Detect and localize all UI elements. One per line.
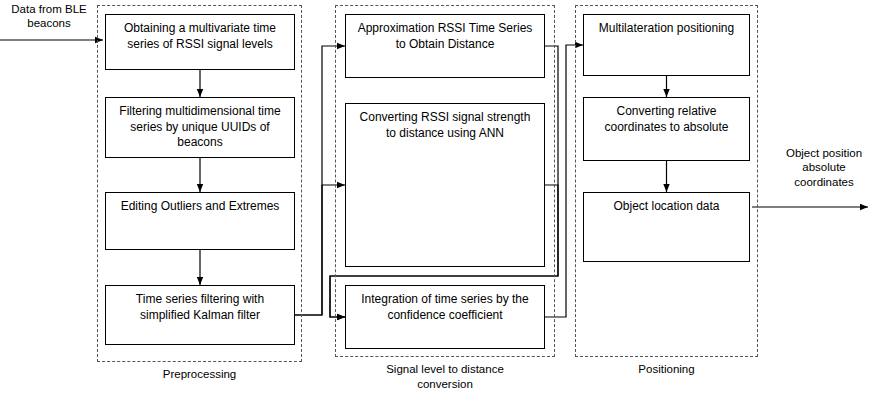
io-label: Object position absolute coordinates (780, 146, 868, 189)
flow-arrow (330, 46, 558, 317)
process-box: Filtering multidimensional time series b… (105, 97, 295, 158)
input-arrow (0, 39, 103, 40)
flow-arrow (295, 46, 345, 315)
group-frame: PreprocessingObtaining a multivariate ti… (97, 5, 302, 362)
group-title: Signal level to distance conversion (366, 362, 524, 392)
process-box: Multilateration positioning (583, 14, 750, 76)
flow-arrow (666, 76, 667, 97)
process-box: Converting relative coordinates to absol… (583, 97, 750, 161)
process-box: Editing Outliers and Extremes (105, 192, 295, 250)
flow-arrow (199, 70, 200, 97)
process-box: Time series filtering with simplified Ka… (105, 285, 295, 345)
io-label: Data from BLE beacons (2, 2, 96, 31)
box-text: Obtaining a multivariate time series of … (114, 21, 286, 52)
process-box: Obtaining a multivariate time series of … (105, 14, 295, 70)
box-text: Converting RSSI signal strength to dista… (354, 110, 536, 141)
process-box: Converting RSSI signal strength to dista… (345, 103, 545, 267)
box-text: Integration of time series by the confid… (354, 292, 536, 323)
flow-arrow (295, 185, 345, 315)
box-text: Converting relative coordinates to absol… (592, 104, 741, 135)
process-box: Object location data (583, 192, 750, 262)
box-text: Object location data (613, 199, 719, 215)
flow-arrow (199, 158, 200, 192)
group-title: Preprocessing (98, 367, 301, 382)
box-text: Time series filtering with simplified Ka… (114, 292, 286, 323)
group-frame: PositioningMultilateration positioningCo… (575, 5, 758, 357)
output-arrow (752, 206, 868, 207)
flow-arrow (199, 250, 200, 285)
group-title: Positioning (576, 362, 757, 377)
process-box: Integration of time series by the confid… (345, 285, 545, 349)
group-frame: Signal level to distance conversionAppro… (335, 5, 555, 357)
box-text: Multilateration positioning (599, 21, 734, 37)
flow-arrow (666, 161, 667, 192)
process-box: Approximation RSSI Time Series to Obtain… (345, 14, 545, 78)
box-text: Editing Outliers and Extremes (121, 199, 280, 215)
box-text: Filtering multidimensional time series b… (114, 104, 286, 151)
box-text: Approximation RSSI Time Series to Obtain… (354, 21, 536, 52)
flow-arrow (545, 45, 583, 317)
